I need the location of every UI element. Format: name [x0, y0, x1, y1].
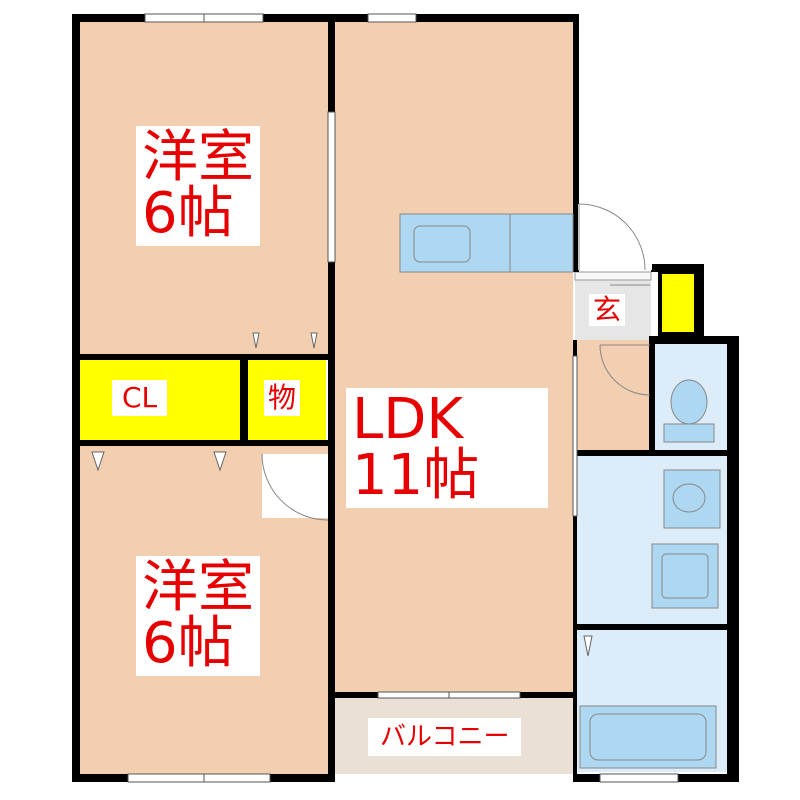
fold-door-markers — [91, 332, 593, 657]
room-label-western-bottom: 洋室 6帖 — [136, 556, 260, 676]
kitchen-sink — [413, 225, 471, 263]
entrance-label: 玄 — [589, 294, 626, 326]
shoe-cabinet — [658, 270, 698, 336]
room-name: 洋室 — [142, 125, 254, 190]
room-name: LDK — [352, 387, 464, 452]
room-label-ldk: LDK 11帖 — [346, 388, 548, 508]
room-size: 6帖 — [142, 611, 234, 676]
closet-label-storage: 物 — [264, 380, 301, 416]
room-size: 6帖 — [142, 181, 234, 246]
closet-label-cl: CL — [112, 380, 168, 416]
hall-floor — [575, 340, 651, 452]
doors — [261, 203, 652, 521]
toilet-bowl — [670, 379, 708, 425]
entrance-step — [574, 271, 652, 281]
vanity-basin — [672, 483, 706, 513]
room-name: 洋室 — [142, 555, 254, 620]
ldk-floor — [335, 22, 573, 692]
room-label-western-top: 洋室 6帖 — [136, 126, 260, 246]
balcony-label: バルコニー — [368, 718, 522, 756]
room-size: 11帖 — [352, 443, 480, 508]
toilet-tank — [663, 423, 715, 443]
